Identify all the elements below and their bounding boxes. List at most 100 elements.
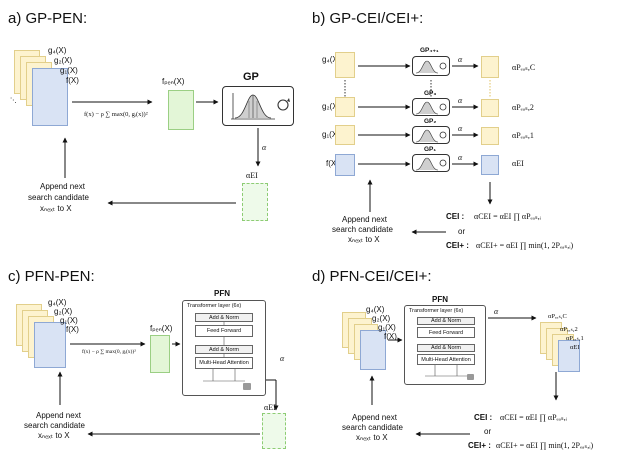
output-label: αPₑₐₛ,1 [566,335,584,342]
append-line: Append next [40,182,85,191]
cei-label: CEI : [474,413,493,422]
cei-formula: αCEI = αEI ∏ αPₑₐₛ,ᵢ [474,212,542,221]
fpen-card [150,335,170,373]
layer-feed-forward: Feed Forward [195,325,253,337]
output-label: αEI [570,344,580,351]
cei-label: CEI : [446,212,465,221]
output-card [558,340,580,372]
layer-attention: Multi-Head Attention [195,357,253,369]
gp-title: GP [243,71,259,83]
input-label: g₄(X) [366,305,385,314]
fpen-label: fₚₑₙ(X) [162,77,185,86]
pfn-connectors [203,322,251,390]
pfn-model-box: Transformer layer (6x) Add & Norm Feed F… [182,300,266,396]
output-card [481,99,499,117]
append-line: xₙₑₓₜ to X [40,204,72,213]
penalty-formula: f(x) − ρ ∑ max(0, gᵢ(x))² [84,111,148,118]
gp-distribution-icon [415,60,447,74]
pfn-title: PFN [214,289,230,298]
objective-card [32,68,68,126]
acq-label: αEI [264,403,276,412]
gp-distribution-icon [415,129,447,143]
fpen-card [168,90,194,130]
cei-formula: αCEI = αEI ∏ αPₑₐₛ,ᵢ [500,413,568,422]
input-label: g₂(X) [54,56,73,65]
alpha-label: α [280,354,285,363]
ellipsis: ⋱ [10,97,17,104]
output-label: αEI [512,159,524,168]
input-label: g₁(X) [60,316,78,325]
constraint-card [335,52,355,78]
input-label: f(X) [66,325,79,334]
input-label: g₂(X) [372,314,391,323]
append-line: search candidate [28,193,89,202]
pfn-model-box: Transformer layer (6x) Add & Norm Feed F… [404,305,486,385]
alpha-label: α [262,143,267,152]
ceiplus-formula: αCEI+ = αEI ∏ min(1, 2Pₑₐₛ,ᵢ) [476,241,574,250]
append-line: Append next [352,413,397,422]
output-label: αPₑₐₛ,1 [512,131,534,140]
output-card [481,56,499,78]
input-label: g₄(X) [48,298,67,307]
constraint-card [335,125,355,145]
output-label: αPₑₐₛ,C [512,63,536,72]
or-label: or [458,227,466,236]
constraint-card [335,97,355,117]
output-label: αPₑₐₛ,2 [512,103,534,112]
row-input-label: g₄(X) [322,55,341,64]
gp-model-box [412,98,450,116]
pfn-title: PFN [432,295,448,304]
input-label: g₂(X) [54,307,73,316]
layer-add-norm: Add & Norm [417,317,475,325]
gp-distribution-icon [231,93,290,120]
acq-label: αEI [246,171,258,180]
output-card [481,155,499,175]
ceiplus-formula: αCEI+ = αEI ∏ min(1, 2Pₑₐₛ,ᵢ) [496,441,594,450]
objective-card [34,322,66,368]
alpha-label: α [458,153,463,162]
input-label: g₁(X) [60,66,78,75]
output-label: αPₑₐₛ,C [548,313,567,320]
alpha-label: α [494,307,499,316]
output-card [481,127,499,145]
gp-model-box [412,126,450,144]
panel-a-title: a) GP-PEN: [8,10,88,27]
gp-model-box [412,56,450,76]
layer-attention: Multi-Head Attention [417,354,475,365]
output-label: αPₑₐₛ,2 [560,326,578,333]
gp-model-box [222,86,294,126]
layer-add-norm: Add & Norm [195,345,253,354]
append-line: xₙₑₓₜ to X [38,431,70,440]
or-label: or [484,427,492,436]
gp-label: GP₄₊₁ [420,47,439,54]
gp-label: GP₂ [424,118,437,125]
panel-d-title: d) PFN-CEI/CEI+: [312,268,432,285]
append-line: search candidate [332,225,393,234]
append-line: xₙₑₓₜ to X [356,433,388,442]
gp-label: GP₁ [424,146,437,153]
append-line: search candidate [24,421,85,430]
row-input-label: f(X) [326,159,339,168]
ceiplus-label: CEI+ : [468,441,491,450]
layer-feed-forward: Feed Forward [417,327,475,338]
pfn-connectors [425,365,474,380]
alpha-label: α [458,55,463,64]
row-input-label: g₁(X) [322,130,340,139]
penalty-formula: f(x) − ρ ∑ max(0, gᵢ(x))² [82,349,136,355]
alpha-label: α [458,96,463,105]
fpen-label: fₚₑₙ(X) [150,324,173,333]
alpha-label: α [458,124,463,133]
input-label: f(X) [66,76,79,85]
input-label: g₄(X) [48,46,67,55]
gp-model-box [412,154,450,172]
append-line: search candidate [342,423,403,432]
acq-card [262,413,286,449]
append-line: xₙₑₓₜ to X [348,235,380,244]
gp-distribution-icon [415,157,447,171]
acq-card [242,183,268,221]
ceiplus-label: CEI+ : [446,241,469,250]
layer-add-norm: Add & Norm [417,344,475,352]
transformer-label: Transformer layer (6x) [409,308,464,314]
append-line: Append next [36,411,81,420]
